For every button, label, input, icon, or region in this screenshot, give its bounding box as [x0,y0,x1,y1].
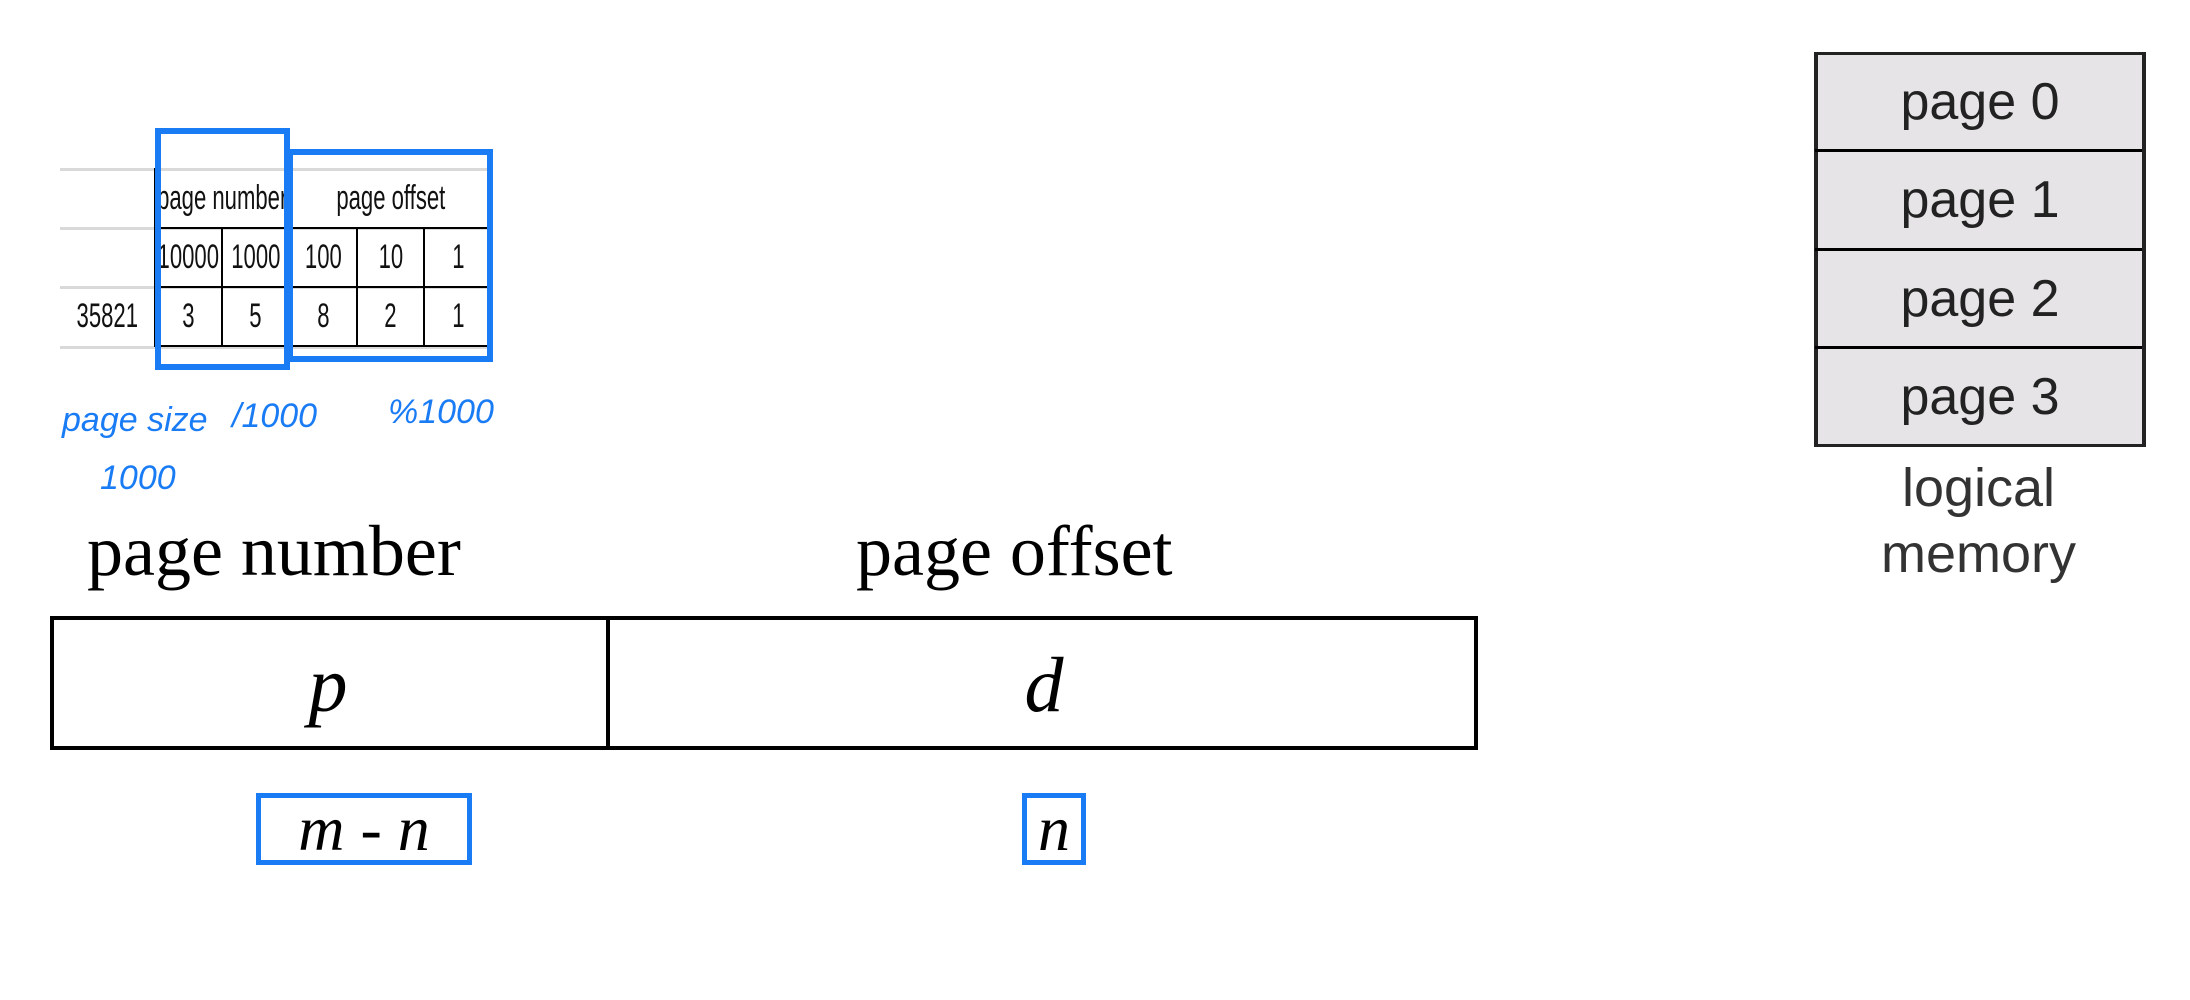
row-label: 35821 [76,297,138,335]
caption-line: logical [1901,458,2056,518]
table-border [154,227,492,229]
place-value-cell: 1000 [223,229,288,286]
memory-page: page 2 [1815,251,2142,346]
place-value-cell: 10000 [156,229,221,286]
table-border [154,286,492,288]
digit: 8 [316,297,330,335]
place-value-cell: 100 [290,229,356,286]
place-value-cell: 1 [425,229,491,286]
d-bits-box: n [1022,793,1086,865]
annotation-page-size-value: 1000 [100,459,176,497]
digit-cell: 8 [290,288,356,345]
row-label-cell: 35821 [60,288,154,345]
header-page-offset-cell: page offset [290,170,492,227]
header-page-offset: page offset [336,179,446,217]
grid-line [60,346,492,349]
digit: 3 [182,297,195,335]
digit-cell: 3 [156,288,221,345]
digit-cell: 1 [425,288,491,345]
digit-cell: 5 [223,288,288,345]
digit-cell: 2 [358,288,423,345]
page-offset-highlight [287,149,493,362]
table-border [221,227,223,347]
digit: 5 [249,297,262,335]
memory-page: page 1 [1815,152,2142,248]
place-value: 100 [304,238,342,276]
p-bits-box: m - n [256,793,472,865]
header-page-number-cell: page number [156,170,288,227]
d-bits: n [1038,793,1070,864]
p-field: p [308,641,348,728]
place-value: 10 [378,238,403,276]
page-divider [1815,248,2142,251]
table-border [356,227,358,347]
page-divider [1815,149,2142,152]
place-value: 1000 [230,238,281,276]
address-divider [606,616,610,750]
digit: 2 [384,297,397,335]
address-box [50,616,1478,750]
p-bits: m - n [298,793,430,864]
d-field: d [1024,641,1064,728]
page-number-label: page number [87,511,461,591]
annotation-modulo: %1000 [388,393,494,431]
page-offset-label: page offset [856,511,1173,591]
place-value: 1 [451,238,465,276]
digit: 1 [451,297,465,335]
grid-line [60,168,492,171]
memory-page: page 3 [1815,349,2142,444]
caption-line: memory [1880,524,2076,584]
memory-page: page 0 [1815,55,2142,149]
place-value-cell: 10 [358,229,423,286]
memory-caption: logical memory [1815,455,2142,587]
annotation-page-size: page size [62,401,208,439]
place-value: 10000 [157,238,220,276]
table-border [423,227,425,347]
page-divider [1815,346,2142,349]
table-border [154,345,492,347]
page-number-highlight [155,128,290,370]
annotation-divide: /1000 [232,397,318,435]
header-page-number: page number [156,179,288,217]
